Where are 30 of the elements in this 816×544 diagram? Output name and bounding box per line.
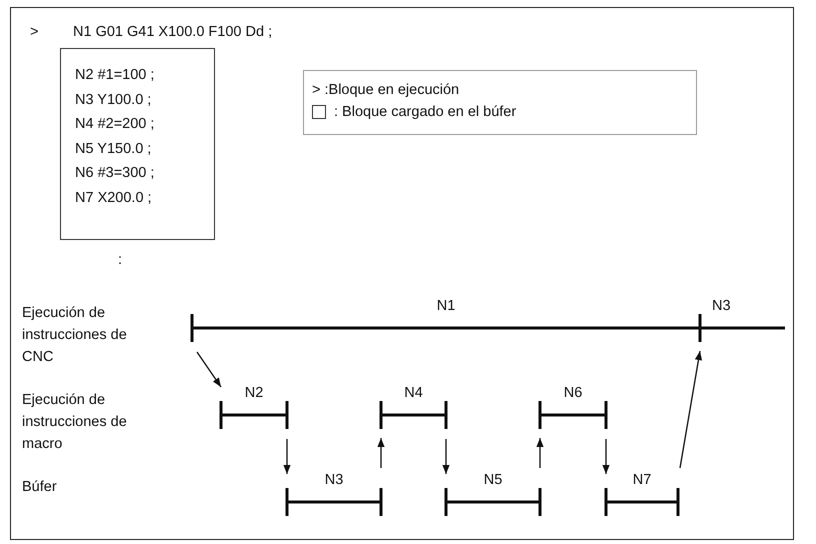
segment-label: N3	[324, 471, 344, 489]
segment-label: N6	[562, 384, 584, 402]
arrow	[536, 438, 544, 468]
code-box	[60, 48, 215, 240]
program-line: N1 G01 G41 X100.0 F100 Dd ;	[73, 24, 272, 40]
arrow	[602, 439, 610, 474]
segment-label: N5	[482, 471, 504, 489]
code-line: N7 X200.0 ;	[75, 188, 152, 208]
segment-label: N7	[632, 471, 652, 489]
row-label: Búfer	[22, 478, 58, 497]
code-line: N4 #2=200 ;	[75, 115, 154, 134]
code-line: N2 #1=100 ;	[75, 66, 154, 85]
continuation-dots: :	[118, 252, 122, 268]
arrow	[196, 352, 222, 388]
prompt-marker: >	[30, 24, 38, 40]
arrow	[442, 439, 450, 474]
segment-label: N4	[403, 384, 424, 402]
code-line: N3 Y100.0 ;	[75, 90, 152, 110]
arrow	[283, 439, 291, 474]
code-line: N6 #3=300 ;	[75, 164, 154, 183]
legend-text: > :Bloque en ejecución	[312, 82, 460, 98]
code-line: N5 Y150.0 ;	[75, 140, 152, 158]
row-label: Ejecución de instrucciones de CNC	[22, 304, 128, 367]
segment-label: N1	[436, 297, 456, 315]
arrow	[377, 438, 385, 468]
arrow	[679, 350, 702, 468]
segment-label: N2	[244, 384, 264, 402]
legend-text: : Bloque cargado en el búfer	[334, 104, 516, 120]
row-label: Ejecución de instrucciones de macro	[22, 391, 128, 454]
segment-label: N3	[712, 297, 732, 315]
